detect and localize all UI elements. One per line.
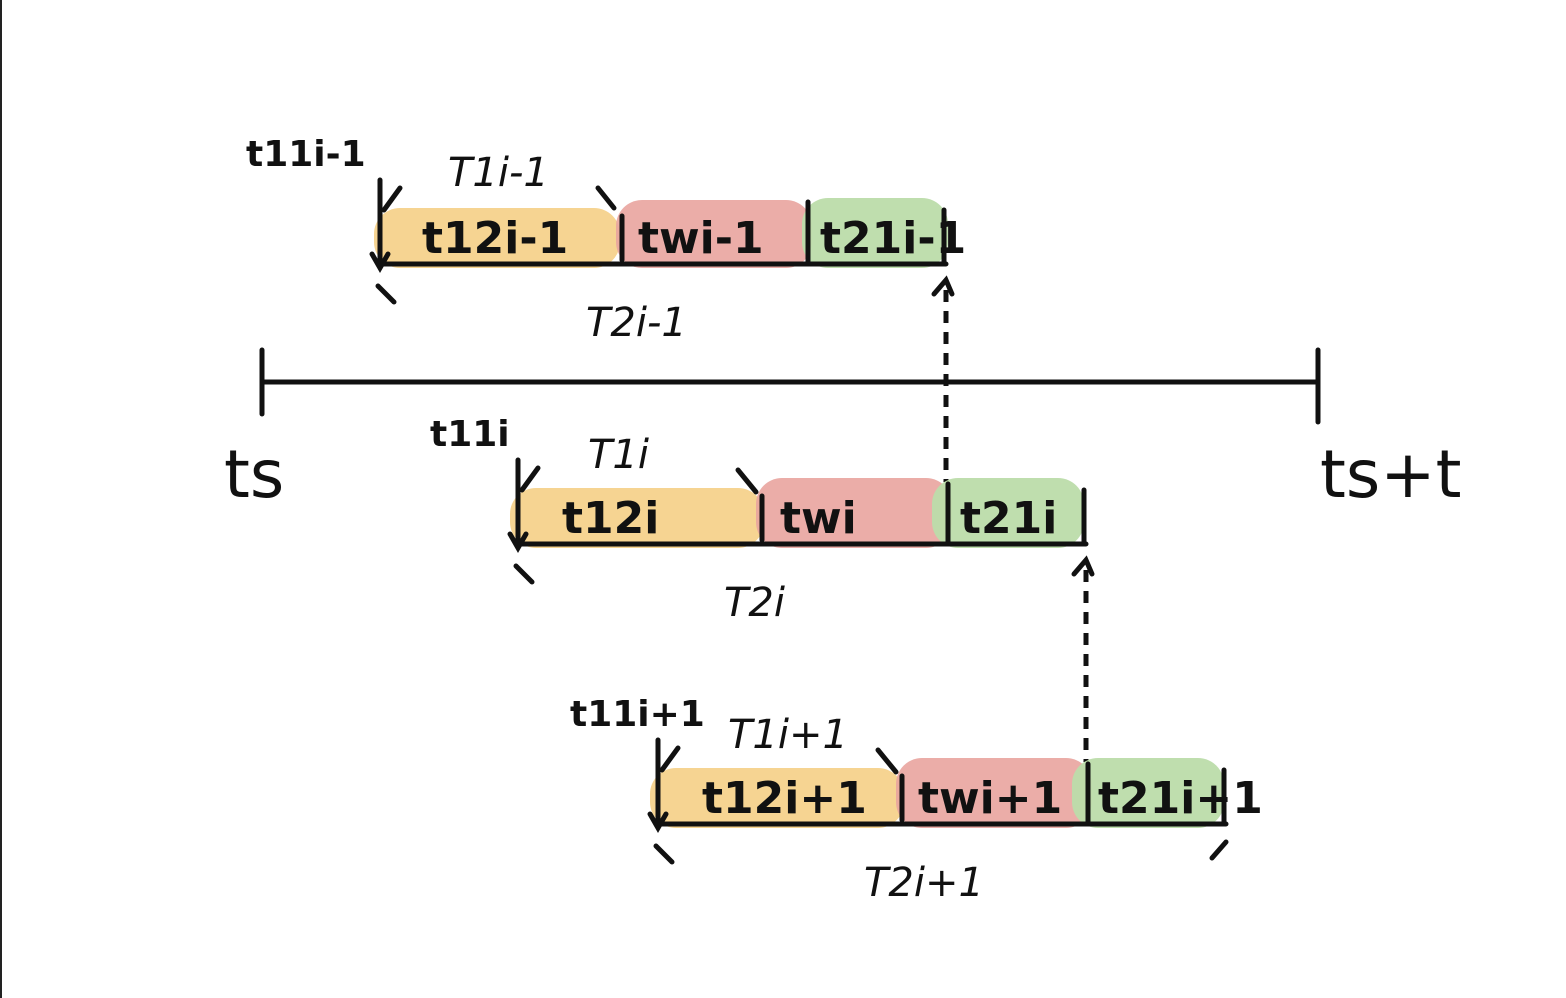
label-T2: T2i+1 bbox=[864, 860, 984, 906]
brace-t2-left bbox=[513, 563, 535, 585]
segment-t12-fill bbox=[650, 768, 904, 828]
main-time-axis: ts ts+t bbox=[224, 347, 1461, 513]
label-tw: twi-1 bbox=[638, 213, 764, 264]
axis-start-label: ts bbox=[224, 436, 284, 513]
label-t11: t11i+1 bbox=[570, 694, 705, 735]
segment-tw-fill bbox=[756, 478, 952, 548]
brace-t2-left bbox=[375, 283, 397, 305]
label-T1: T1i bbox=[588, 432, 649, 478]
brace-t1-left bbox=[659, 745, 681, 773]
brace-t2-left bbox=[653, 843, 675, 865]
label-t11: t11i-1 bbox=[246, 134, 366, 175]
label-t21: t21i-1 bbox=[820, 213, 966, 264]
segment-t21-fill bbox=[1072, 758, 1224, 828]
label-t21: t21i+1 bbox=[1098, 773, 1263, 824]
label-t12: t12i+1 bbox=[702, 773, 867, 824]
segment-t12-fill bbox=[374, 208, 620, 268]
dashed-link-1 bbox=[931, 275, 955, 482]
segment-t12-fill bbox=[510, 488, 764, 548]
dashed-arrowhead bbox=[1071, 555, 1095, 577]
brace-t1-right bbox=[735, 467, 759, 495]
label-T2: T2i bbox=[724, 580, 785, 626]
label-t12: t12i-1 bbox=[422, 213, 568, 264]
label-t12: t12i bbox=[562, 493, 659, 544]
brace-t1-right bbox=[875, 747, 899, 775]
label-T2: T2i-1 bbox=[586, 300, 687, 346]
label-T1: T1i+1 bbox=[728, 712, 848, 758]
axis-end-label: ts+t bbox=[1320, 436, 1461, 513]
start-arrow bbox=[647, 737, 669, 834]
row-i-plus-1: t11i+1 T1i+1 t12i+1 twi+1 t21i+1 T2i+1 bbox=[570, 694, 1263, 906]
label-t21: t21i bbox=[960, 493, 1057, 544]
brace-t1-left bbox=[519, 465, 541, 493]
start-arrow bbox=[369, 177, 391, 274]
segment-t21-fill bbox=[932, 478, 1084, 548]
segment-tw-fill bbox=[896, 758, 1092, 828]
dashed-link-2 bbox=[1071, 555, 1095, 762]
brace-t2-right bbox=[1209, 839, 1229, 861]
label-tw: twi+1 bbox=[918, 773, 1062, 824]
row-i: t11i T1i t12i twi t21i T2i bbox=[430, 414, 1089, 626]
label-tw: twi bbox=[780, 493, 857, 544]
brace-t1-left bbox=[381, 185, 403, 213]
segment-t21-fill bbox=[802, 198, 948, 268]
label-T1: T1i-1 bbox=[448, 150, 549, 196]
segment-tw-fill bbox=[616, 200, 812, 268]
start-arrow bbox=[507, 457, 529, 554]
row-i-minus-1: t11i-1 T1i-1 t12i-1 twi-1 t21i-1 T2i-1 bbox=[246, 134, 966, 346]
brace-t1-right bbox=[595, 185, 617, 211]
dashed-arrowhead bbox=[931, 275, 955, 297]
label-t11: t11i bbox=[430, 414, 510, 455]
